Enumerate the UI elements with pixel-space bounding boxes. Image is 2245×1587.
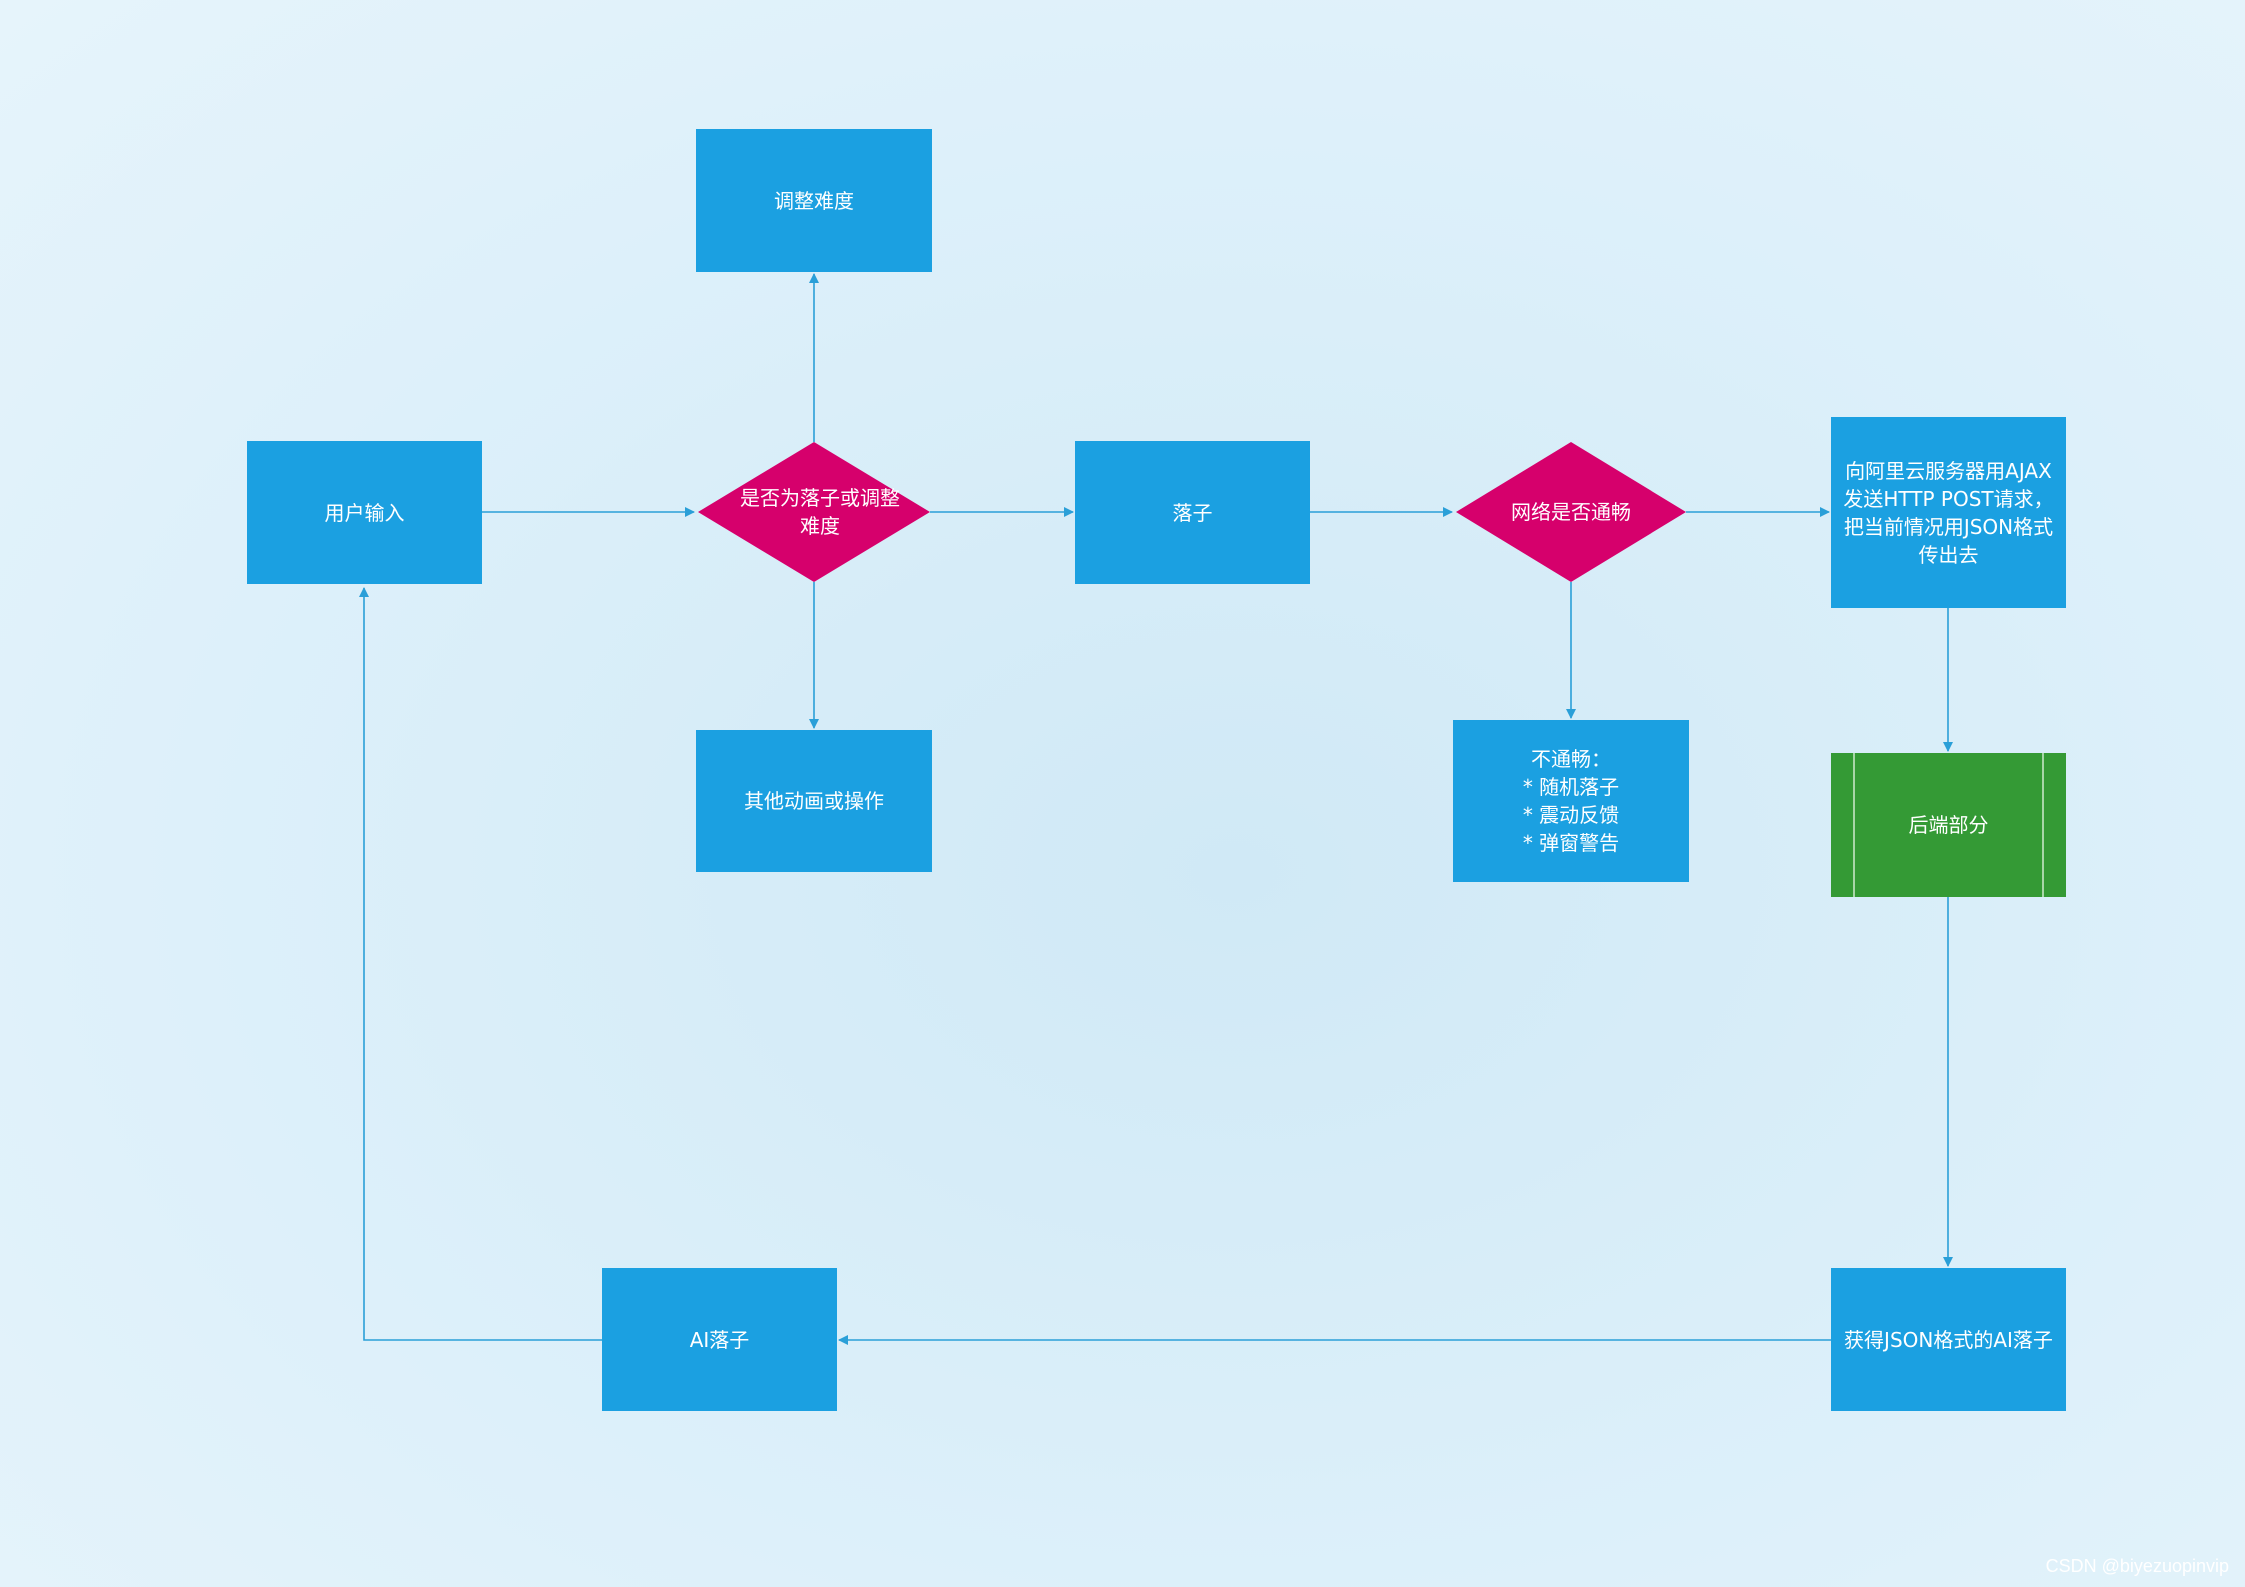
watermark: CSDN @biyezuopinvip (2045, 1556, 2229, 1576)
node-other-animation: 其他动画或操作 (696, 730, 932, 872)
decision-diamond-network (1456, 442, 1686, 582)
decision-diamond-drop-or-adjust (698, 442, 930, 582)
node-network-blocked: 不通畅： * 随机落子 * 震动反馈 * 弹窗警告 (1453, 720, 1689, 882)
network-blocked-title: 不通畅： (1530, 747, 1611, 771)
network-blocked-item: * 弹窗警告 (1522, 831, 1620, 855)
network-blocked-item: * 震动反馈 (1522, 803, 1620, 827)
edge-ai-drop-to-user-input (359, 587, 602, 1341)
node-adjust-difficulty: 调整难度 (696, 129, 932, 272)
node-drop-piece: 落子 (1075, 441, 1310, 584)
node-backend: 后端部分 (1831, 753, 2066, 897)
network-blocked-item: * 随机落子 (1522, 775, 1620, 799)
node-ai-drop: AI落子 (602, 1268, 837, 1411)
label-decision-network: 网络是否通畅 (1511, 500, 1631, 524)
label-decision-drop-or-adjust: 是否为落子或调整 难度 (740, 486, 900, 538)
node-receive-json: 获得JSON格式的AI落子 (1831, 1268, 2066, 1411)
node-user-input: 用户输入 (247, 441, 482, 584)
node-send-request: 向阿里云服务器用AJAX 发送HTTP POST请求， 把当前情况用JSON格式… (1831, 417, 2066, 608)
